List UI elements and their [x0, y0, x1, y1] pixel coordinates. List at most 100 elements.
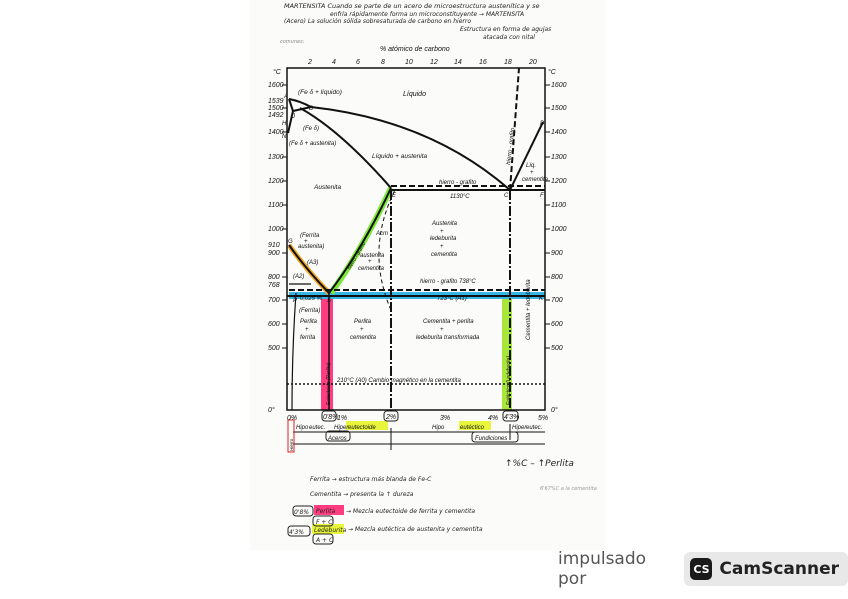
- left-axis-tick-label: 768: [268, 282, 280, 289]
- right-axis-tick-label: 1200: [551, 178, 567, 185]
- left-axis-tick-label: 0°: [268, 406, 275, 414]
- point-label: C: [504, 193, 509, 199]
- note-comunes: comunes:: [280, 39, 305, 45]
- right-axis-tick-label: 1500: [551, 105, 567, 112]
- region-label: (Fe δ): [303, 126, 319, 132]
- perlita-note-highlight: [314, 505, 344, 515]
- classification-label: Hiper: [512, 425, 527, 431]
- left-axis-tick-label: 1000: [268, 226, 284, 233]
- left-axis-tick-label: 1539: [268, 98, 284, 105]
- acm-line: [328, 187, 392, 294]
- left-axis-unit: °C: [273, 68, 282, 76]
- region-label: +: [360, 327, 364, 333]
- point-label: S: [327, 298, 331, 304]
- liquidus-cd: [509, 121, 544, 191]
- point-label: K: [539, 296, 544, 302]
- camscanner-badge: CS CamScanner: [684, 552, 848, 586]
- region-label: +: [305, 327, 309, 333]
- right-axis-tick-label: 1000: [551, 226, 567, 233]
- left-axis-tick-label: 1100: [268, 202, 283, 209]
- perlita-highlight: [321, 292, 333, 410]
- circled-annotation: [287, 525, 311, 537]
- point-label: H: [282, 121, 287, 127]
- classification-label: Hiper: [334, 425, 349, 431]
- point-label: D: [540, 121, 545, 127]
- liquidus-bc: [310, 106, 511, 191]
- classification-label: eutec.: [526, 425, 542, 431]
- right-axis-tick-label: 0°: [551, 406, 558, 414]
- left-axis-tick-label: 1492: [268, 112, 284, 119]
- note-martensita-2: enfría rápidamente forma un microconstit…: [330, 11, 524, 18]
- region-label: cementita: [358, 266, 385, 272]
- camscanner-watermark: impulsado por CS CamScanner: [558, 549, 848, 589]
- note-ledeburita: Ledeburita: [314, 527, 347, 534]
- region-label: austenita): [298, 244, 324, 250]
- region-label: +: [440, 244, 444, 250]
- top-axis-tick-label: 18: [504, 59, 512, 66]
- top-axis-tick-label: 20: [528, 59, 537, 66]
- bottom-axis-tick-label: 4'3%: [504, 414, 519, 421]
- top-axis-tick-label: 8: [381, 59, 385, 66]
- region-label: +: [440, 327, 444, 333]
- top-axis-tick-label: 16: [479, 59, 487, 66]
- classification-label: eutec.: [309, 425, 325, 431]
- top-axis-tick-label: 4: [332, 59, 336, 66]
- right-axis-tick-label: 1600: [551, 82, 567, 89]
- phase-diagram: [282, 67, 550, 545]
- ledeburita-highlight: [502, 295, 512, 410]
- region-label: Acm: [375, 231, 388, 237]
- right-axis-tick-label: 900: [551, 250, 563, 257]
- note-ferrita: Ferrita → estructura más blanda de Fe-C: [310, 476, 432, 483]
- line-label: hierro - grafito: [439, 180, 477, 186]
- right-axis-tick-label: 500: [551, 345, 563, 352]
- circled-annotation: [471, 431, 519, 443]
- region-label: +: [304, 239, 308, 245]
- region-label: (Ferrita): [299, 308, 320, 314]
- solidus-je: [299, 107, 392, 189]
- left-axis-tick-label: 1300: [268, 154, 284, 161]
- top-axis-tick-label: 2: [307, 59, 312, 66]
- line-label: 210°C (A0) Cambio magnético en la cement…: [336, 378, 461, 384]
- circled-annotation: [383, 410, 399, 422]
- a3-line: [288, 244, 330, 294]
- line-label: 0,025 %: [300, 296, 323, 302]
- region-label: cementita: [431, 252, 458, 258]
- camscanner-logo-icon: CS: [690, 558, 713, 580]
- point-label: G: [288, 239, 293, 245]
- top-axis-tick-label: 10: [405, 59, 413, 66]
- bottom-axis-tick-label: 2%: [385, 414, 396, 421]
- left-axis-tick-label: 910: [268, 242, 280, 249]
- perlita-vertical-label: Eutectoide (Perlita): [326, 362, 332, 405]
- note-08: 0'8%: [294, 509, 309, 516]
- line-label: (A2): [293, 274, 304, 280]
- note-acero: (Acero) La solución sólida sobresaturada…: [284, 18, 471, 25]
- classification-label: Hipo: [432, 425, 445, 431]
- region-label: Austenita: [431, 221, 458, 227]
- left-axis-tick-label: 1200: [268, 178, 284, 185]
- hierro-box: [287, 419, 295, 453]
- point-label: B: [309, 106, 313, 112]
- left-axis-tick-label: 800: [268, 274, 280, 281]
- region-label: +: [440, 229, 444, 235]
- region-label: (Ferrita: [300, 233, 320, 239]
- line-label-vertical: hierro - grafito: [506, 127, 517, 165]
- circled-annotation: [321, 410, 337, 422]
- right-axis-tick-label: 700: [551, 297, 563, 304]
- region-label: ferrita: [300, 335, 316, 341]
- line-label: hierro - grafito 738°C: [420, 279, 476, 285]
- bottom-axis-tick-label: 0%: [287, 415, 297, 422]
- region-label: Líq.: [526, 163, 536, 169]
- top-axis-title: % atómico de carbono: [380, 46, 450, 53]
- point-label: F: [540, 193, 544, 199]
- classification-label: eutectoide: [348, 425, 376, 431]
- circled-annotation: [325, 430, 351, 442]
- note-martensita: MARTENSITA Cuando se parte de un acero d…: [284, 2, 539, 10]
- circled-annotation: [312, 533, 334, 545]
- circled-annotation: [502, 410, 519, 422]
- circled-annotation: [292, 505, 314, 517]
- classification-label: Hipo: [296, 425, 309, 431]
- region-label: ledeburita transformada: [416, 335, 480, 341]
- region-label: Perlita: [300, 319, 318, 325]
- point-label: J: [291, 114, 296, 120]
